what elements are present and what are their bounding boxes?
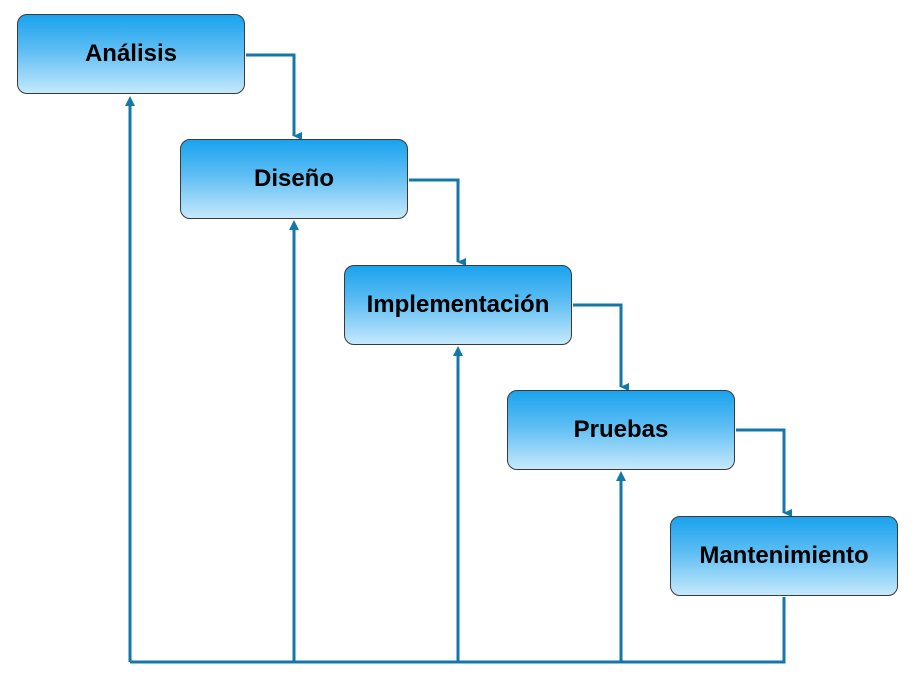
stage-label: Implementación (366, 291, 550, 318)
stage-label: Diseño (253, 165, 334, 192)
stage-label: Análisis (84, 40, 178, 67)
feedback-arrowhead-analisis (125, 96, 135, 106)
feedback-arrowhead-implementacion (453, 346, 463, 356)
flow-arrow-implementacion-pruebas (573, 303, 629, 391)
stage-label: Mantenimiento (699, 542, 869, 569)
stage-diseno[interactable]: Diseño (180, 139, 408, 219)
flow-arrow-pruebas-mantenimiento (736, 428, 792, 517)
stage-pruebas[interactable]: Pruebas (507, 390, 735, 470)
stage-mantenimiento[interactable]: Mantenimiento (670, 516, 898, 596)
feedback-base-line (130, 597, 786, 664)
flow-arrow-analisis-diseno (246, 53, 302, 140)
flow-arrow-diseno-implementacion (409, 178, 466, 266)
stage-analisis[interactable]: Análisis (17, 14, 245, 94)
feedback-arrowhead-pruebas (616, 471, 626, 481)
stage-implementacion[interactable]: Implementación (344, 265, 572, 345)
stage-label: Pruebas (573, 416, 669, 443)
feedback-arrowhead-diseno (289, 220, 299, 230)
